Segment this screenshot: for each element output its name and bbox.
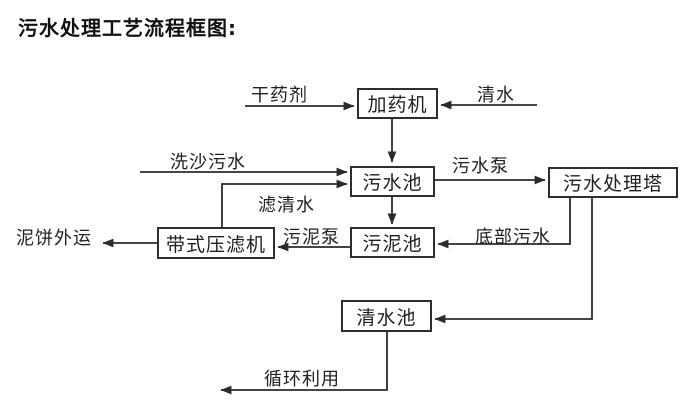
node-sewage-pool-label: 污水池 [362,172,423,194]
flow-label-sludge-pump: 污泥泵 [283,227,340,248]
node-clear-water-pool: 清水池 [341,300,432,332]
flow-label-bottom-sewage: 底部污水 [475,227,551,248]
edge-recycle-use-arrow [220,332,388,395]
page-title: 污水处理工艺流程框图: [18,16,237,40]
node-belt-filter-press-label: 带式压滤机 [165,233,266,256]
flow-label-clean-water: 清水 [477,85,515,106]
node-sewage-treatment-tower: 污水处理塔 [548,167,678,198]
node-sewage-pool: 污水池 [350,166,435,197]
flow-label-recycle-use: 循环利用 [264,369,340,390]
node-sludge-pool: 污泥池 [350,227,435,258]
node-dosing-machine-label: 加药机 [367,94,428,116]
flow-label-mud-cake-transport: 泥饼外运 [16,228,92,249]
flow-label-sewage-pump: 污水泵 [452,156,509,177]
node-clear-water-pool-label: 清水池 [356,306,417,329]
node-belt-filter-press: 带式压滤机 [157,227,275,259]
flow-label-filtered-water: 滤清水 [258,195,315,216]
edge-tower-to-clear-pool-arrow [434,198,593,324]
flow-label-dry-agent: 干药剂 [251,85,308,106]
flow-label-sand-wash-sewage: 洗沙污水 [170,152,246,173]
node-dosing-machine: 加药机 [357,88,438,119]
node-sewage-treatment-tower-label: 污水处理塔 [562,173,663,195]
edge-filtered-water-arrow [221,179,348,227]
edge-bottom-sewage-arrow [437,198,571,249]
node-sludge-pool-label: 污泥池 [362,233,423,255]
